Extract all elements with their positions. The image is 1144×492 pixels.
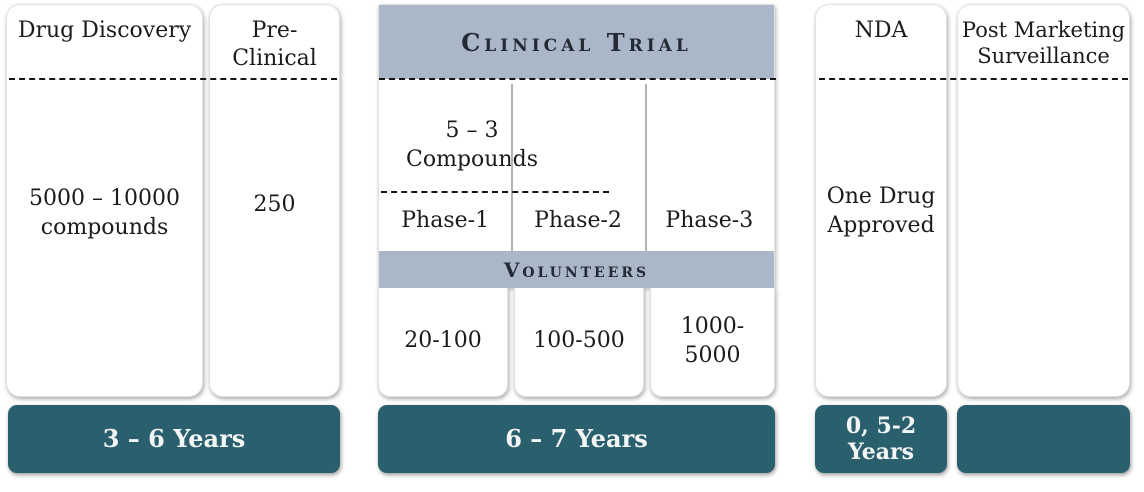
volunteers-header-band: Volunteers xyxy=(379,251,774,288)
duration-bar-clinical-trial: 6 – 7 Years xyxy=(378,405,775,473)
phase-1-volunteers: 20-100 xyxy=(404,328,482,354)
duration-bar-discovery-preclinical: 3 – 6 Years xyxy=(8,405,340,473)
duration-nda-label: 0, 5-2 Years xyxy=(845,412,917,465)
phase-3-label: Phase-3 xyxy=(665,208,754,233)
dashed-divider-compounds xyxy=(381,191,609,193)
clinical-trial-heading: Clinical Trial xyxy=(461,27,692,57)
phase-3-volunteers: 1000- 5000 xyxy=(680,313,745,368)
duration-bar-nda: 0, 5-2 Years xyxy=(815,405,947,473)
duration-clinical-label: 6 – 7 Years xyxy=(505,423,648,453)
phase-separator-1 xyxy=(511,84,513,251)
post-marketing-title: Post Marketing Surveillance xyxy=(961,18,1126,69)
pre-clinical-value: 250 xyxy=(253,192,296,217)
phase-1-label: Phase-1 xyxy=(401,208,490,233)
pre-clinical-title: Pre- Clinical xyxy=(232,18,317,71)
dashed-divider-right-group xyxy=(819,78,1128,80)
phase-2-label: Phase-2 xyxy=(534,208,622,233)
stage-card-drug-discovery: Drug Discovery 5000 – 10000 compounds xyxy=(6,4,203,397)
phase-label-row: Phase-1 Phase-2 Phase-3 xyxy=(379,208,774,233)
volunteer-count-card-phase-1: 20-100 xyxy=(378,287,508,397)
stage-card-nda: NDA One Drug Approved xyxy=(815,4,947,397)
clinical-trial-header-band: Clinical Trial xyxy=(379,5,774,79)
stage-card-pre-clinical: Pre- Clinical 250 xyxy=(209,4,340,397)
drug-discovery-title: Drug Discovery xyxy=(17,18,192,43)
drug-discovery-value: 5000 – 10000 compounds xyxy=(29,186,180,240)
dashed-divider-left-group xyxy=(9,78,337,80)
dashed-divider-clinical-top xyxy=(379,78,776,80)
clinical-trial-card: Clinical Trial 5 – 3 Compounds Phase-1 P… xyxy=(378,4,776,288)
stage-group-clinical-trial: Clinical Trial 5 – 3 Compounds Phase-1 P… xyxy=(378,4,776,397)
nda-value: One Drug Approved xyxy=(826,184,936,238)
clinical-compounds-note: 5 – 3 Compounds xyxy=(406,118,538,172)
duration-discovery-label: 3 – 6 Years xyxy=(102,423,246,453)
phase-separator-2 xyxy=(645,84,647,251)
stage-card-post-marketing: Post Marketing Surveillance xyxy=(957,4,1130,397)
phase-2-volunteers: 100-500 xyxy=(533,328,625,354)
volunteer-count-card-phase-3: 1000- 5000 xyxy=(650,287,775,397)
duration-bar-post-marketing xyxy=(957,405,1130,473)
volunteers-heading: Volunteers xyxy=(503,257,650,282)
volunteer-count-card-phase-2: 100-500 xyxy=(514,287,644,397)
nda-title: NDA xyxy=(854,18,908,43)
